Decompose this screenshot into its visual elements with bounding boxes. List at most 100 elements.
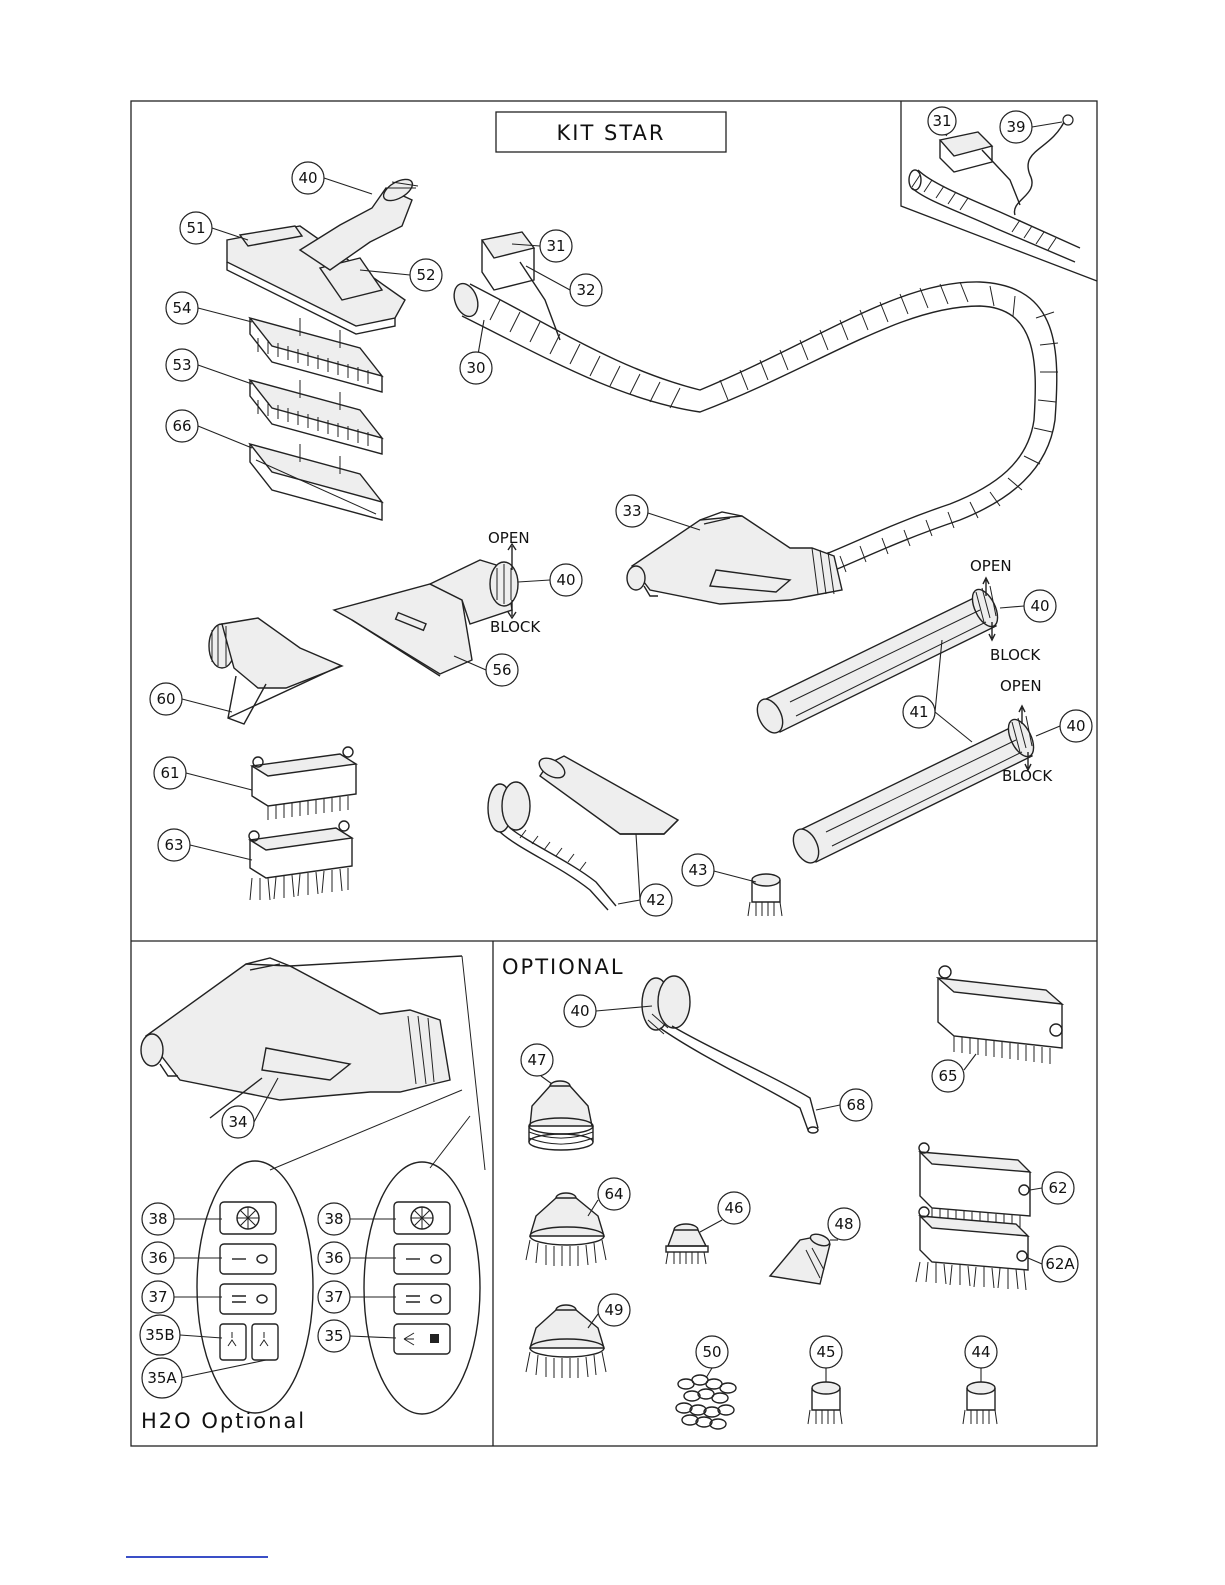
svg-text:68: 68 xyxy=(846,1096,865,1114)
svg-text:36: 36 xyxy=(324,1249,343,1267)
direction-block-mid: BLOCK xyxy=(490,618,541,636)
callout-37-left: 37 xyxy=(142,1281,222,1313)
callout-32: 32 xyxy=(526,266,602,306)
svg-text:36: 36 xyxy=(148,1249,167,1267)
svg-text:40: 40 xyxy=(298,169,317,187)
callout-36-left: 36 xyxy=(142,1242,222,1274)
h2o-handgrip xyxy=(141,956,462,1118)
svg-text:51: 51 xyxy=(186,219,205,237)
callout-42: 42 xyxy=(618,834,672,916)
svg-text:35: 35 xyxy=(324,1327,343,1345)
svg-text:31: 31 xyxy=(546,237,565,255)
svg-text:52: 52 xyxy=(416,266,435,284)
svg-text:39: 39 xyxy=(1006,118,1025,136)
callout-40-mid: 40 xyxy=(518,564,582,596)
callout-60: 60 xyxy=(150,683,232,715)
flat-nozzle-48 xyxy=(770,1232,831,1284)
svg-text:33: 33 xyxy=(622,502,641,520)
callout-39: 39 xyxy=(1000,111,1073,143)
svg-text:37: 37 xyxy=(324,1288,343,1306)
callout-62: 62 xyxy=(1030,1172,1074,1204)
handgrip-gun xyxy=(627,512,842,604)
direction-open-r2: OPEN xyxy=(1000,677,1042,695)
direction-open-mid: OPEN xyxy=(488,529,530,547)
svg-text:40: 40 xyxy=(570,1002,589,1020)
callout-40-top: 40 xyxy=(292,162,372,194)
o-rings-50 xyxy=(676,1375,736,1429)
round-brush-43 xyxy=(748,874,782,916)
round-brush-64 xyxy=(526,1193,606,1266)
callout-35b: 35B xyxy=(140,1315,222,1355)
svg-text:49: 49 xyxy=(604,1301,623,1319)
cone-nozzle-47 xyxy=(529,1081,593,1150)
callout-53: 53 xyxy=(166,349,252,384)
svg-text:54: 54 xyxy=(172,299,191,317)
control-panel-right xyxy=(394,1202,450,1354)
control-panel-oval-left xyxy=(197,1161,313,1413)
callout-38-right: 38 xyxy=(318,1203,396,1235)
direction-block-r2: BLOCK xyxy=(1002,767,1053,785)
svg-text:37: 37 xyxy=(148,1288,167,1306)
svg-text:50: 50 xyxy=(702,1343,721,1361)
svg-text:60: 60 xyxy=(156,690,175,708)
svg-text:66: 66 xyxy=(172,417,191,435)
callout-40-r2: 40 xyxy=(1036,710,1092,742)
callout-66: 66 xyxy=(166,410,252,448)
callout-68: 68 xyxy=(816,1089,872,1121)
svg-text:45: 45 xyxy=(816,1343,835,1361)
callout-40-r1: 40 xyxy=(1000,590,1056,622)
lance-68 xyxy=(642,976,818,1133)
brush-65 xyxy=(938,966,1062,1064)
footer-link-underline[interactable] xyxy=(126,1556,268,1558)
svg-text:35A: 35A xyxy=(147,1369,177,1387)
svg-text:48: 48 xyxy=(834,1215,853,1233)
svg-text:34: 34 xyxy=(228,1113,247,1131)
svg-text:64: 64 xyxy=(604,1185,623,1203)
inset-hose-connector xyxy=(909,122,1080,262)
kit-title: KIT STAR xyxy=(557,121,666,145)
svg-text:65: 65 xyxy=(938,1067,957,1085)
callout-62a: 62A xyxy=(1028,1246,1078,1282)
svg-text:38: 38 xyxy=(148,1210,167,1228)
callout-49: 49 xyxy=(588,1294,630,1328)
brush-insert-54 xyxy=(250,318,382,392)
svg-text:40: 40 xyxy=(556,571,575,589)
svg-text:42: 42 xyxy=(646,891,665,909)
direction-open-r1: OPEN xyxy=(970,557,1012,575)
control-panel-oval-right xyxy=(364,1162,480,1414)
callout-50: 50 xyxy=(696,1336,728,1378)
svg-text:63: 63 xyxy=(164,836,183,854)
control-panel-left xyxy=(220,1202,278,1360)
callout-40-opt: 40 xyxy=(564,995,652,1027)
h2o-optional-title: H2O Optional xyxy=(141,1409,306,1433)
optional-title: OPTIONAL xyxy=(502,955,625,979)
glass-squeegee-56 xyxy=(334,544,518,676)
callout-46: 46 xyxy=(700,1192,750,1232)
svg-text:44: 44 xyxy=(971,1343,990,1361)
direction-block-r1: BLOCK xyxy=(990,646,1041,664)
svg-text:46: 46 xyxy=(724,1199,743,1217)
svg-text:35B: 35B xyxy=(145,1326,174,1344)
svg-text:32: 32 xyxy=(576,281,595,299)
callout-43: 43 xyxy=(682,854,756,886)
brush-63 xyxy=(249,821,352,900)
callout-33: 33 xyxy=(616,495,700,530)
brush-61 xyxy=(252,747,356,820)
callout-30: 30 xyxy=(460,320,492,384)
callout-64: 64 xyxy=(588,1178,630,1216)
callout-65: 65 xyxy=(932,1054,976,1092)
callout-54: 54 xyxy=(166,292,252,324)
round-brush-44 xyxy=(963,1382,997,1424)
svg-text:53: 53 xyxy=(172,356,191,374)
svg-text:41: 41 xyxy=(909,703,928,721)
brush-62 xyxy=(919,1143,1030,1229)
callout-48: 48 xyxy=(828,1208,860,1240)
svg-text:40: 40 xyxy=(1066,717,1085,735)
window-tool-60 xyxy=(209,618,342,724)
callout-35a: 35A xyxy=(142,1358,266,1398)
squeegee-insert-66 xyxy=(250,444,382,520)
callout-47: 47 xyxy=(521,1044,553,1084)
brush-insert-53 xyxy=(250,380,382,454)
callout-61: 61 xyxy=(154,757,252,790)
